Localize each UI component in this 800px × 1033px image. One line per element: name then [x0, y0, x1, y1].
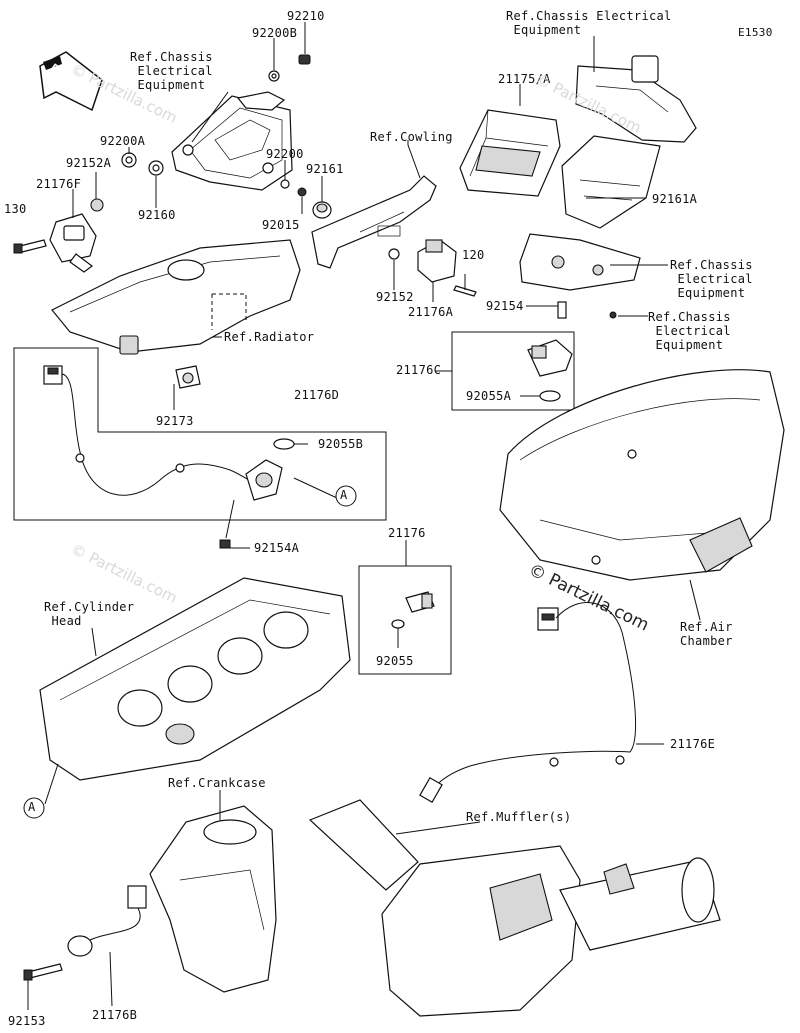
- label-92154a: 92154A: [254, 541, 300, 555]
- bolt-92154a: [219, 539, 231, 549]
- label-21176b: 21176B: [92, 1008, 138, 1022]
- label-92154: 92154: [486, 299, 524, 313]
- air-chamber: [499, 369, 785, 581]
- harness-21176d: [43, 365, 257, 496]
- label-92015: 92015: [262, 218, 300, 232]
- radiator-shroud: [51, 239, 301, 355]
- nut-92015: [297, 187, 307, 197]
- label-ref-chassis-top: Ref.Chassis Electrical Equipment: [506, 9, 672, 37]
- bolt-ref-chassis: [609, 311, 617, 319]
- nut-92210: [298, 54, 311, 65]
- label-ref-chassis-2: Ref.Chassis Electrical Equipment: [670, 258, 753, 300]
- label-130: 130: [4, 202, 27, 216]
- label-92210: 92210: [287, 9, 325, 23]
- label-ref-air-chamber: Ref.Air Chamber: [680, 620, 733, 648]
- label-92153: 92153: [8, 1014, 46, 1028]
- harness-21176e: [419, 602, 636, 803]
- label-ref-chassis-1: Ref.Chassis Electrical Equipment: [130, 50, 213, 92]
- washer-92200: [280, 179, 290, 189]
- label-21176: 21176: [388, 526, 426, 540]
- callout-a-2-label: A: [28, 800, 36, 814]
- label-92055b: 92055B: [318, 437, 364, 451]
- label-92160: 92160: [138, 208, 176, 222]
- sensor-21176a: [417, 239, 457, 283]
- oring-92055b: [273, 438, 295, 450]
- label-21176e: 21176E: [670, 737, 716, 751]
- label-92161a: 92161A: [652, 192, 698, 206]
- label-92055: 92055: [376, 654, 414, 668]
- cowling-bracket: [311, 175, 437, 269]
- bolt-92154: [557, 301, 567, 319]
- label-92200a: 92200A: [100, 134, 146, 148]
- mount-92161a: [561, 135, 661, 229]
- crankcase: [149, 805, 277, 993]
- washer-92200a: [121, 152, 137, 168]
- grommet-92160: [148, 160, 164, 176]
- diagram-code: E1530: [738, 26, 773, 39]
- cylinder-head: [39, 577, 351, 781]
- label-92173: 92173: [156, 414, 194, 428]
- damper-92161: [312, 201, 332, 219]
- label-92161: 92161: [306, 162, 344, 176]
- label-ref-radiator: Ref.Radiator: [224, 330, 315, 344]
- bolt-120: [453, 285, 477, 297]
- label-21176d: 21176D: [294, 388, 340, 402]
- label-ref-mufflers: Ref.Muffler(s): [466, 810, 572, 824]
- label-21175a: 21175/A: [498, 72, 551, 86]
- bolt-92153: [23, 963, 63, 981]
- leader-lines: [27, 22, 701, 1010]
- collar-92152a: [90, 198, 104, 212]
- oring-92055a: [539, 390, 561, 402]
- callout-a-1-label: A: [340, 488, 348, 502]
- callout-a-1: [335, 485, 357, 507]
- label-92200b: 92200B: [252, 26, 298, 40]
- label-21176a: 21176A: [408, 305, 454, 319]
- sensor-21176d: [245, 459, 283, 501]
- collar-92152: [388, 248, 400, 260]
- label-ref-chassis-3: Ref.Chassis Electrical Equipment: [648, 310, 731, 352]
- label-ref-cylinder-head: Ref.Cylinder Head: [44, 600, 135, 628]
- label-21176f: 21176F: [36, 177, 82, 191]
- group-box-21176: [358, 565, 452, 675]
- front-arrow-icon: [39, 51, 103, 112]
- chassis-bracket-left: [171, 91, 293, 191]
- group-box-21176d: [13, 347, 387, 521]
- label-120: 120: [462, 248, 485, 262]
- label-ref-cowling: Ref.Cowling: [370, 130, 453, 144]
- label-92200: 92200: [266, 147, 304, 161]
- sensor-21176c: [527, 339, 573, 377]
- label-92152: 92152: [376, 290, 414, 304]
- bracket-lower-right: [519, 233, 641, 291]
- callout-a-2: [23, 797, 45, 819]
- sensor-21176f: [49, 213, 97, 273]
- label-92055a: 92055A: [466, 389, 512, 403]
- ecu-21175a: [459, 109, 561, 197]
- label-21176c: 21176C: [396, 363, 442, 377]
- knock-sensor-21176b: [67, 885, 147, 957]
- muffler: [308, 799, 721, 1017]
- sensor-21176: [405, 591, 435, 613]
- chassis-bracket-top-right: [575, 55, 697, 143]
- bolt-130: [13, 239, 47, 254]
- washer-92200b: [268, 70, 280, 82]
- grommet-92173: [175, 365, 201, 389]
- label-ref-crankcase: Ref.Crankcase: [168, 776, 266, 790]
- oring-92055: [391, 619, 405, 629]
- label-92152a: 92152A: [66, 156, 112, 170]
